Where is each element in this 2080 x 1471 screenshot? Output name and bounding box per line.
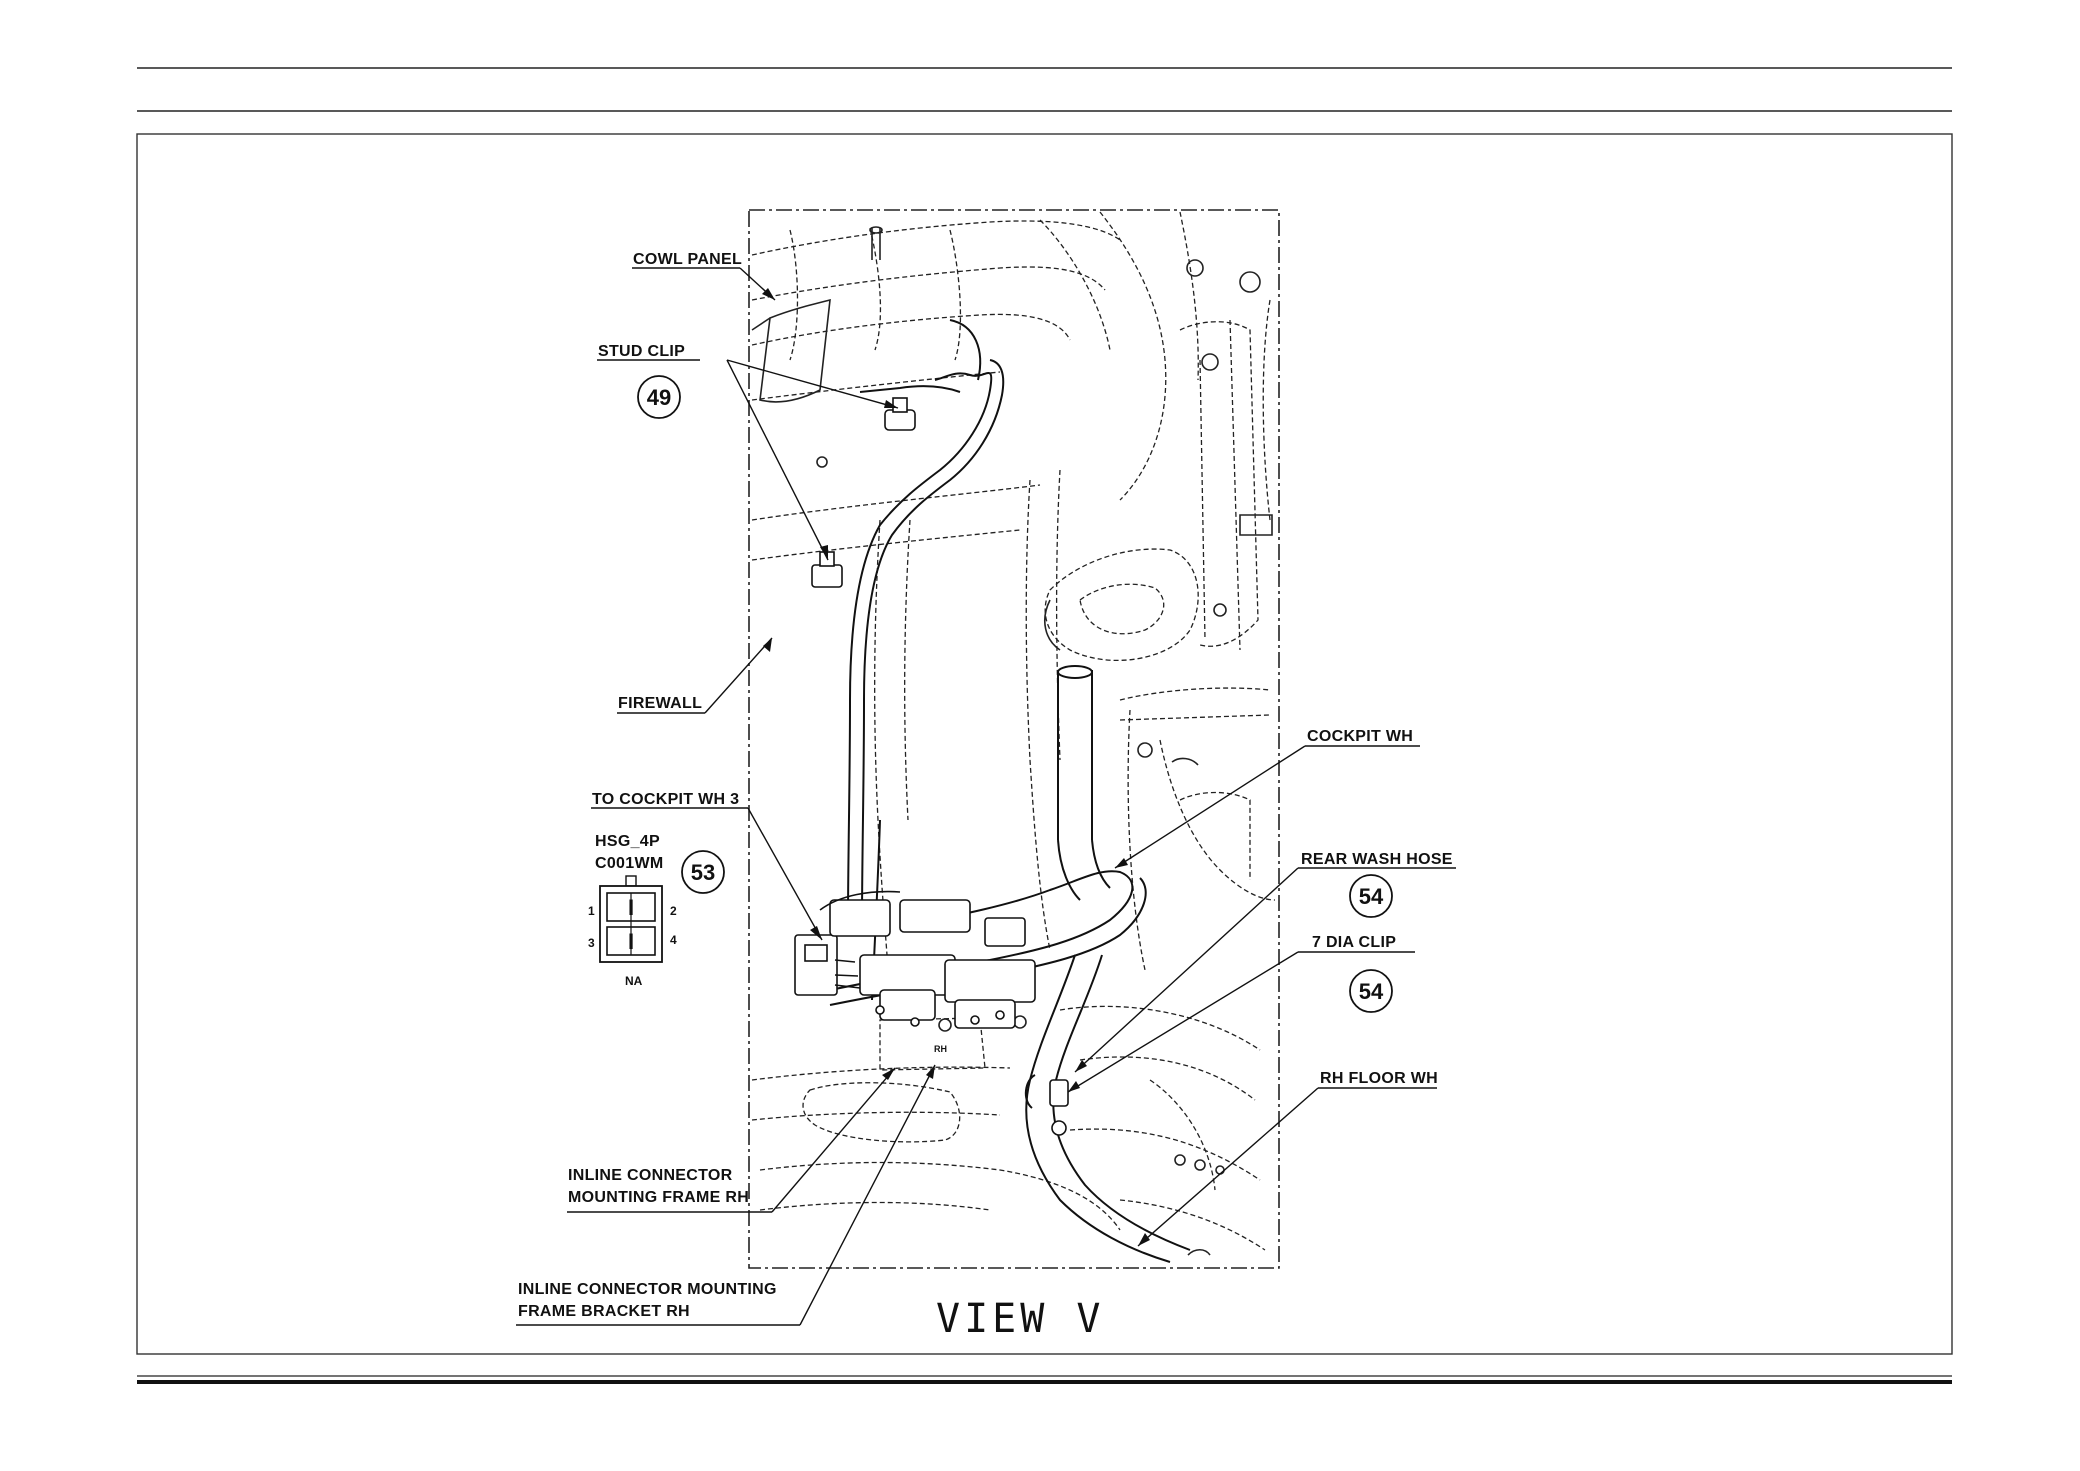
label-inline-frame-line1: INLINE CONNECTOR — [568, 1167, 733, 1184]
view-title: VIEW V — [936, 1296, 1105, 1342]
terminal-top: I — [628, 895, 634, 920]
bubble-54-hose-text: 54 — [1359, 884, 1384, 909]
callout-bubble-54-clip: 54 — [1349, 969, 1393, 1013]
leader-arrowheads — [762, 288, 1150, 1246]
view-boundary — [748, 209, 1280, 1269]
body-solid-edges — [751, 226, 1273, 1256]
connector-code-label: C001WM — [595, 855, 663, 872]
label-stud-clip: STUD CLIP — [598, 343, 685, 360]
label-inline-bracket-line2: FRAME BRACKET RH — [518, 1303, 690, 1320]
label-cockpit-wh: COCKPIT WH — [1307, 728, 1413, 745]
label-7-dia-clip: 7 DIA CLIP — [1312, 934, 1396, 951]
stud-clip-shapes — [811, 397, 1069, 1136]
pin-4: 4 — [670, 933, 677, 947]
label-rear-wash-hose: REAR WASH HOSE — [1301, 851, 1453, 868]
pin-1: 1 — [588, 904, 595, 918]
callout-bubble-54-hose: 54 — [1349, 874, 1393, 918]
bubble-49-text: 49 — [647, 385, 671, 410]
callout-bubble-53: 53 — [681, 850, 725, 894]
terminal-bottom: I — [628, 929, 634, 954]
pin-3: 3 — [588, 936, 595, 950]
vehicle-body-linework — [751, 211, 1276, 1251]
label-inline-frame-line2: MOUNTING FRAME RH — [568, 1189, 749, 1206]
callout-bubble-49: 49 — [637, 375, 681, 419]
pin-2: 2 — [670, 904, 677, 918]
label-inline-bracket-line1: INLINE CONNECTOR MOUNTING — [518, 1281, 777, 1298]
label-cowl-panel: COWL PANEL — [633, 251, 742, 268]
part-mark-rh: RH — [934, 1044, 947, 1054]
leader-lines — [516, 267, 1456, 1326]
connector-pinout: HSG_4P C001WM I I 1 2 3 4 NA — [588, 833, 677, 988]
bubble-54-clip-text: 54 — [1359, 979, 1384, 1004]
label-firewall: FIREWALL — [618, 695, 702, 712]
label-to-cockpit-wh-3: TO COCKPIT WH 3 — [592, 791, 739, 808]
label-rh-floor-wh: RH FLOOR WH — [1320, 1070, 1438, 1087]
connector-footer: NA — [625, 974, 643, 988]
inline-connector-block — [794, 890, 1036, 1029]
connector-tab — [625, 875, 637, 887]
bubble-53-text: 53 — [691, 860, 715, 885]
harness-bundles — [829, 319, 1191, 1263]
connector-housing-label: HSG_4P — [595, 833, 660, 850]
drawing-frame — [136, 133, 1953, 1355]
